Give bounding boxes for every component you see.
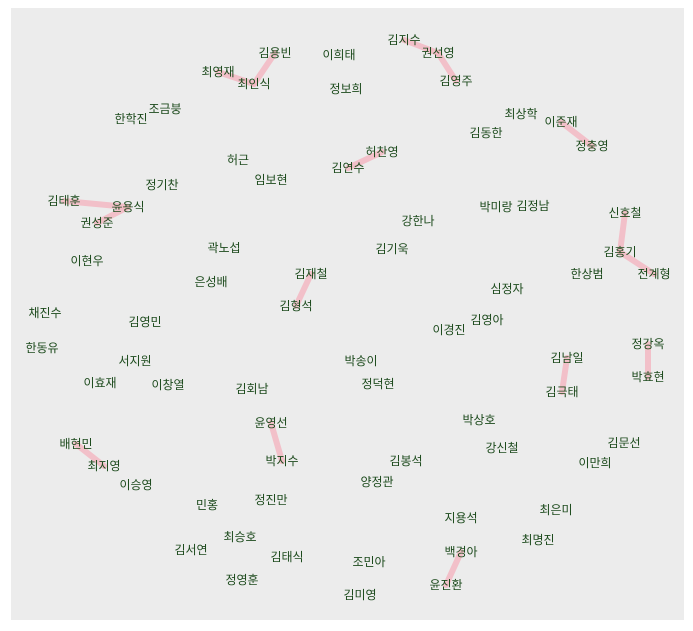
edge	[435, 50, 459, 84]
node-label[interactable]: 김지수	[387, 33, 421, 47]
node-label[interactable]: 김태식	[270, 550, 304, 564]
node-label[interactable]: 허근	[226, 153, 250, 167]
node-label[interactable]: 김미영	[343, 588, 377, 602]
node-label[interactable]: 정강옥	[631, 337, 665, 351]
edge	[73, 441, 107, 469]
node-label[interactable]: 박지수	[265, 454, 299, 468]
node-label[interactable]: 김회남	[235, 382, 269, 396]
node-label[interactable]: 윤진환	[429, 578, 463, 592]
node-label[interactable]: 최지영	[87, 459, 121, 473]
node-label[interactable]: 김극태	[545, 385, 579, 399]
node-label[interactable]: 정보희	[329, 82, 363, 96]
edge	[617, 249, 657, 277]
node-label[interactable]: 김형석	[279, 299, 313, 313]
node-label[interactable]: 박미랑	[479, 200, 513, 214]
node-label[interactable]: 김재철	[294, 267, 328, 281]
node-label[interactable]: 양정관	[360, 475, 394, 489]
node-label[interactable]: 김영주	[439, 74, 473, 88]
node-label[interactable]: 은성배	[194, 275, 228, 289]
node-label[interactable]: 최명진	[521, 533, 555, 547]
node-label[interactable]: 지용석	[444, 511, 478, 525]
node-label[interactable]: 최영재	[201, 65, 235, 79]
node-label[interactable]: 이승영	[119, 478, 153, 492]
node-label[interactable]: 허찬영	[365, 145, 399, 159]
node-label[interactable]: 한상범	[570, 267, 604, 281]
node-label[interactable]: 이효재	[83, 376, 117, 390]
node-label[interactable]: 백경아	[444, 545, 478, 559]
edge	[559, 355, 570, 395]
node-label[interactable]: 최승호	[223, 530, 257, 544]
node-label[interactable]: 김영아	[470, 313, 504, 327]
node-label[interactable]: 한동유	[25, 341, 59, 355]
node-label[interactable]: 조금붕	[148, 102, 182, 116]
edge	[61, 198, 131, 210]
node-label[interactable]: 윤영선	[254, 416, 288, 430]
node-label[interactable]: 박상호	[462, 413, 496, 427]
node-label[interactable]: 임보현	[254, 173, 288, 187]
node-label[interactable]: 권선영	[421, 46, 455, 60]
node-label[interactable]: 최은미	[539, 503, 573, 517]
node-label[interactable]: 김연수	[331, 161, 365, 175]
edge	[558, 119, 595, 149]
edge	[268, 420, 285, 464]
node-label[interactable]: 심정자	[490, 282, 524, 296]
node-label[interactable]: 김봉석	[389, 454, 423, 468]
node-label[interactable]: 강신철	[485, 441, 519, 455]
node-label[interactable]: 최인식	[237, 77, 271, 91]
node-label[interactable]: 이희태	[322, 48, 356, 62]
node-label[interactable]: 김기욱	[375, 242, 409, 256]
edge	[215, 69, 257, 87]
node-label[interactable]: 민홍	[195, 498, 219, 512]
node-label[interactable]: 이경진	[432, 323, 466, 337]
node-label[interactable]: 이창열	[151, 378, 185, 392]
node-label[interactable]: 정충영	[575, 139, 609, 153]
node-label[interactable]: 전계형	[637, 267, 671, 281]
edge	[443, 549, 464, 588]
edge	[617, 210, 628, 255]
node-label[interactable]: 이현우	[70, 254, 104, 268]
edge	[401, 37, 441, 56]
node-label[interactable]: 정영훈	[225, 573, 259, 587]
node-label[interactable]: 한학진	[114, 112, 148, 126]
node-label[interactable]: 김문선	[607, 436, 641, 450]
node-label[interactable]: 김정남	[516, 199, 550, 213]
node-label[interactable]: 조민아	[352, 555, 386, 569]
node-label[interactable]: 곽노섭	[207, 241, 241, 255]
node-label[interactable]: 김용빈	[258, 46, 292, 60]
node-label[interactable]: 윤용식	[111, 200, 145, 214]
edge	[345, 149, 385, 171]
node-label[interactable]: 김태훈	[47, 194, 81, 208]
edge	[293, 271, 314, 309]
node-label[interactable]: 정기찬	[145, 178, 179, 192]
node-label[interactable]: 채진수	[28, 306, 62, 320]
node-label[interactable]: 김동한	[469, 126, 503, 140]
node-label[interactable]: 박송이	[344, 354, 378, 368]
edge	[251, 50, 278, 87]
node-label[interactable]: 정진만	[254, 493, 288, 507]
node-label[interactable]: 신호철	[608, 206, 642, 220]
node-label[interactable]: 김남일	[550, 351, 584, 365]
node-label[interactable]: 김영민	[128, 315, 162, 329]
node-label[interactable]: 정덕현	[361, 377, 395, 391]
node-label[interactable]: 김홍기	[603, 245, 637, 259]
node-label[interactable]: 권성준	[80, 216, 114, 230]
node-label[interactable]: 이만희	[578, 456, 612, 470]
node-label[interactable]: 최상학	[504, 107, 538, 121]
node-label[interactable]: 배현민	[59, 437, 93, 451]
node-label[interactable]: 박효현	[631, 370, 665, 384]
node-label[interactable]: 김서연	[174, 543, 208, 557]
node-label[interactable]: 이준재	[544, 115, 578, 129]
node-label[interactable]: 서지원	[118, 354, 152, 368]
edge	[94, 204, 131, 226]
graph-canvas	[11, 8, 684, 620]
node-label[interactable]: 강한나	[401, 214, 435, 228]
